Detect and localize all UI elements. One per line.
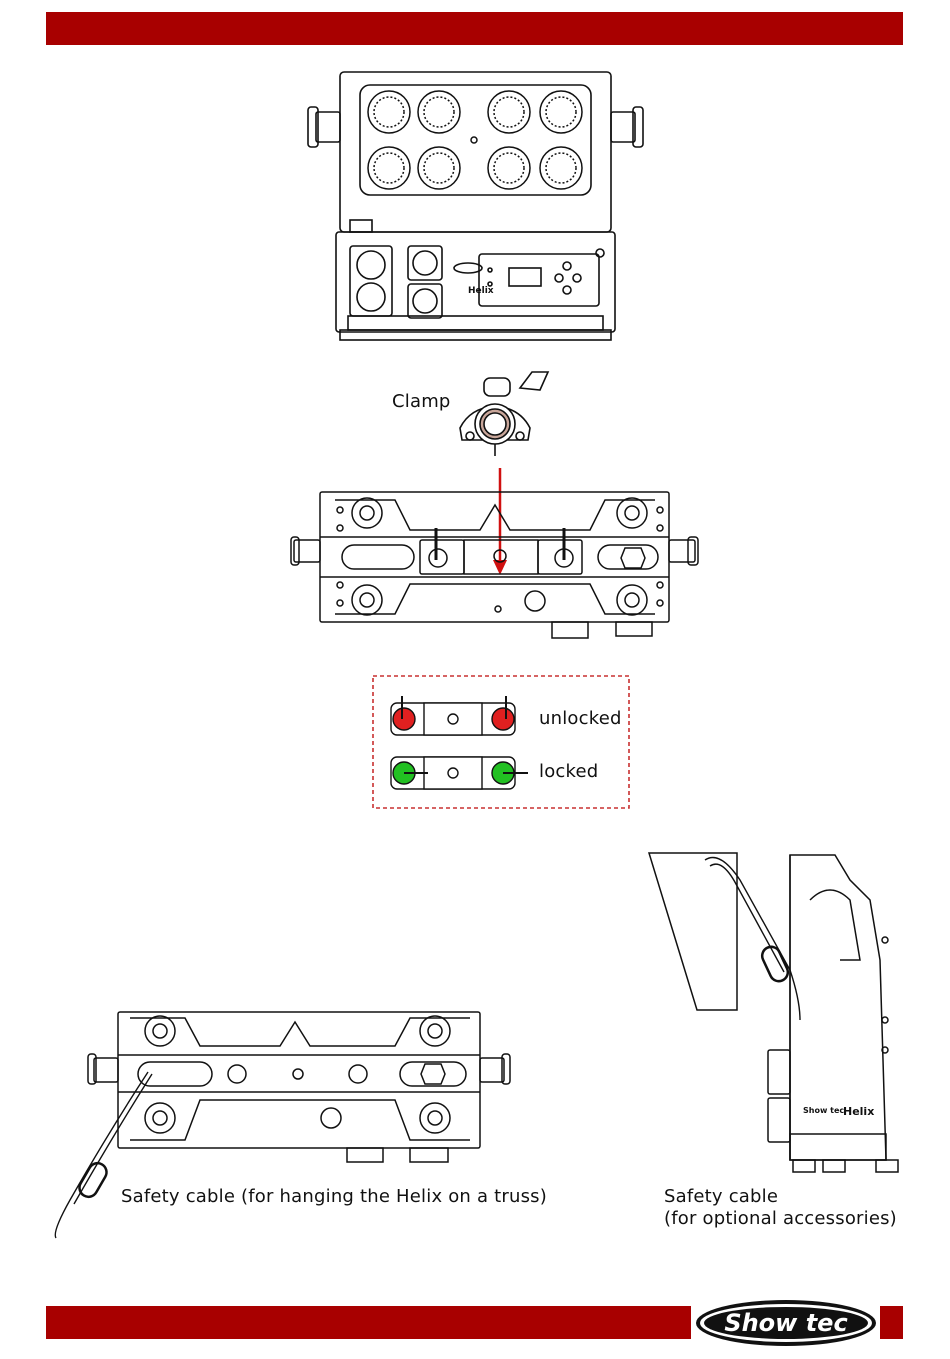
locked-label: locked — [539, 761, 598, 782]
showtec-logo: Show tec — [693, 1298, 879, 1348]
fixture-logo-text: Helix — [468, 286, 494, 296]
safety-cable-right — [705, 858, 800, 1021]
fixture-bottom-view — [291, 492, 698, 638]
unlocked-indicator-right — [492, 708, 514, 730]
safety-cable-left — [55, 1072, 152, 1238]
clamp-drawing — [460, 372, 548, 456]
footer-bar-end — [880, 1306, 903, 1339]
fixture-front-view — [308, 72, 643, 340]
fixture-bottom-view-safety — [88, 1012, 510, 1162]
safety-cable-accessory-label: Safety cable — [664, 1186, 778, 1207]
safety-cable-accessory-note: (for optional accessories) — [664, 1208, 897, 1229]
svg-text:Show tec: Show tec — [724, 1309, 847, 1337]
unlocked-label: unlocked — [539, 708, 622, 729]
safety-cable-truss-label: Safety cable (for hanging the Helix on a… — [121, 1186, 547, 1207]
lock-unlocked-row — [391, 696, 515, 735]
unlocked-indicator-left — [393, 708, 415, 730]
fixture-side-view — [649, 853, 898, 1172]
led-lenses — [368, 91, 582, 189]
side-fixture-model-text: Helix — [843, 1105, 874, 1118]
clamp-label: Clamp — [392, 391, 451, 412]
footer-bar — [46, 1306, 691, 1339]
lock-locked-row — [391, 757, 528, 789]
side-fixture-logo-text: Show tec — [803, 1106, 844, 1115]
